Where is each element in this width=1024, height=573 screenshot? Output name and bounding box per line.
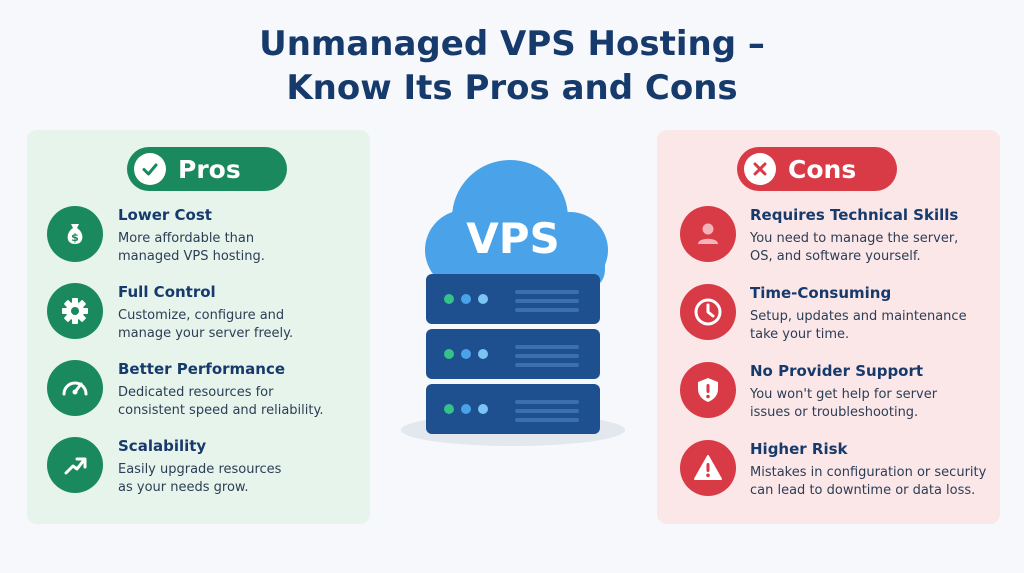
cons-label: Cons <box>788 154 857 184</box>
item-heading: Better Performance <box>118 360 286 378</box>
pros-item-lower-cost: $ Lower Cost More affordable than manage… <box>47 206 357 266</box>
item-description: Customize, configure and manage your ser… <box>118 308 294 341</box>
item-description: You need to manage the server, OS, and s… <box>750 231 959 264</box>
trend-up-icon <box>47 437 103 493</box>
pros-item-scalability: Scalability Easily upgrade resources as … <box>47 437 357 497</box>
shield-alert-icon <box>680 362 736 418</box>
item-heading: Lower Cost <box>118 206 212 224</box>
item-description: Easily upgrade resources as your needs g… <box>118 462 282 495</box>
warning-icon <box>680 440 736 496</box>
cons-item-technical-skills: Requires Technical Skills You need to ma… <box>677 206 987 266</box>
pros-badge: Pros <box>127 147 287 191</box>
vps-illustration: VPS <box>395 150 635 450</box>
item-description: You won't get help for server issues or … <box>750 387 938 420</box>
speedometer-icon <box>47 360 103 416</box>
x-icon <box>744 153 776 185</box>
check-icon <box>134 153 166 185</box>
item-description: Mistakes in configuration or security ca… <box>750 465 987 498</box>
cons-panel: Cons Requires Technical Skills You need … <box>657 130 1000 524</box>
title-line-1: Unmanaged VPS Hosting – <box>259 24 765 64</box>
clock-icon <box>680 284 736 340</box>
cloud-icon: VPS <box>425 160 608 290</box>
cons-item-time-consuming: Time-Consuming Setup, updates and mainte… <box>677 284 987 344</box>
item-heading: Full Control <box>118 283 216 301</box>
item-description: More affordable than managed VPS hosting… <box>118 231 265 264</box>
cons-item-no-support: No Provider Support You won't get help f… <box>677 362 987 422</box>
svg-text:$: $ <box>71 231 79 244</box>
cloud-label: VPS <box>466 214 560 263</box>
item-heading: Time-Consuming <box>750 284 892 302</box>
pros-panel: Pros $ Lower Cost More affordable than m… <box>27 130 370 524</box>
item-heading: Requires Technical Skills <box>750 206 959 224</box>
item-heading: Higher Risk <box>750 440 848 458</box>
server-stack-icon <box>426 274 600 434</box>
title-line-2: Know Its Pros and Cons <box>286 68 738 108</box>
item-description: Dedicated resources for consistent speed… <box>118 385 324 418</box>
item-description: Setup, updates and maintenance take your… <box>750 309 967 342</box>
pros-item-better-performance: Better Performance Dedicated resources f… <box>47 360 357 420</box>
cons-badge: Cons <box>737 147 897 191</box>
cons-item-higher-risk: Higher Risk Mistakes in configuration or… <box>677 440 987 500</box>
item-heading: No Provider Support <box>750 362 924 380</box>
page-title: Unmanaged VPS Hosting – Know Its Pros an… <box>0 22 1024 110</box>
pros-label: Pros <box>178 154 241 184</box>
pros-item-full-control: Full Control Customize, configure and ma… <box>47 283 357 343</box>
money-bag-icon: $ <box>47 206 103 262</box>
user-icon <box>680 206 736 262</box>
item-heading: Scalability <box>118 437 207 455</box>
gear-icon <box>47 283 103 339</box>
